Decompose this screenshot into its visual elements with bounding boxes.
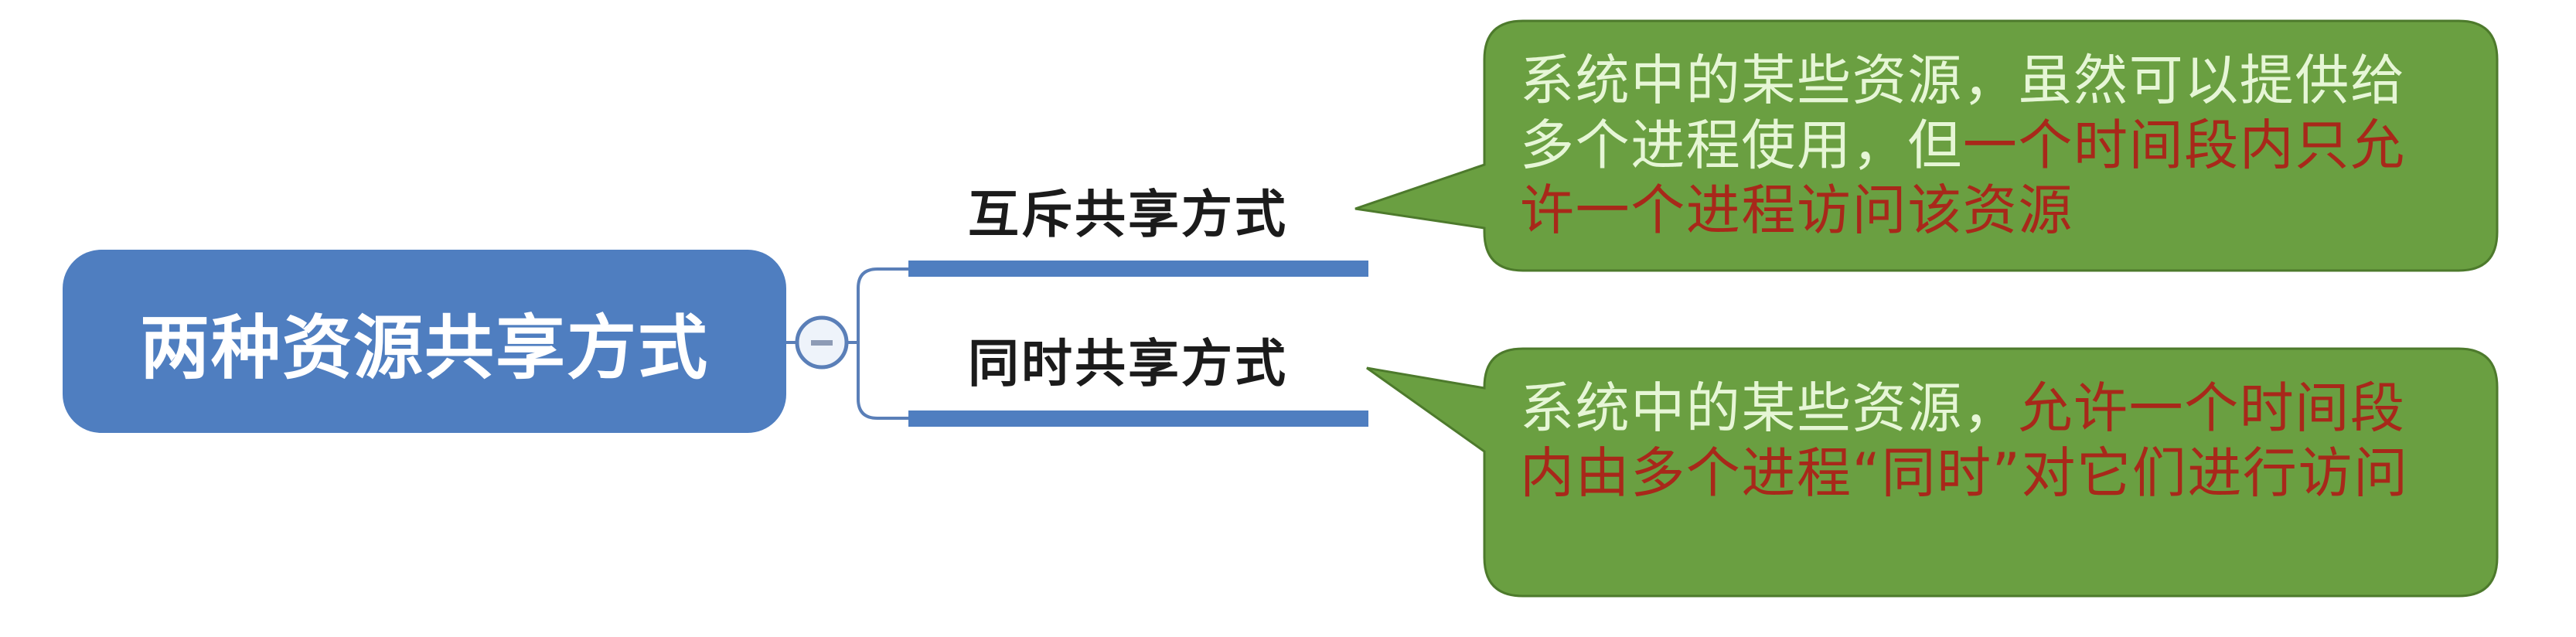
callout-simultaneous-text: 系统中的某些资源，允许一个时间段内由多个进程“同时”对它们进行访问 <box>1520 376 2448 506</box>
callout-simultaneous-highlight-text: 允许一个时间段内由多个进程“同时”对它们进行访问 <box>1520 376 2409 505</box>
branch-bracket <box>857 267 911 420</box>
root-node-label[interactable]: 两种资源共享方式 <box>140 307 709 389</box>
branch-underline-simultaneous <box>908 410 1368 427</box>
callout-simultaneous-normal-text: 系统中的某些资源， <box>1520 376 2019 440</box>
minus-glyph <box>811 340 833 346</box>
root-node-box[interactable] <box>63 250 786 433</box>
callout-simultaneous-bubble <box>1366 347 2499 598</box>
callout-mutex-highlight-text: 一个时间段内只允许一个进程访问该资源 <box>1520 114 2406 242</box>
callout-mutex-bubble <box>1354 19 2499 272</box>
collapse-toggle[interactable] <box>795 315 849 370</box>
branch-label-simultaneous[interactable]: 同时共享方式 <box>968 334 1288 393</box>
callout-mutex-normal-text: 系统中的某些资源，虽然可以提供给多个进程使用，但 <box>1520 49 2406 177</box>
callout-mutex-text: 系统中的某些资源，虽然可以提供给多个进程使用，但一个时间段内只允许一个进程访问该… <box>1520 48 2448 243</box>
branch-underline-mutex <box>908 261 1368 277</box>
branch-label-mutex[interactable]: 互斥共享方式 <box>968 185 1288 244</box>
